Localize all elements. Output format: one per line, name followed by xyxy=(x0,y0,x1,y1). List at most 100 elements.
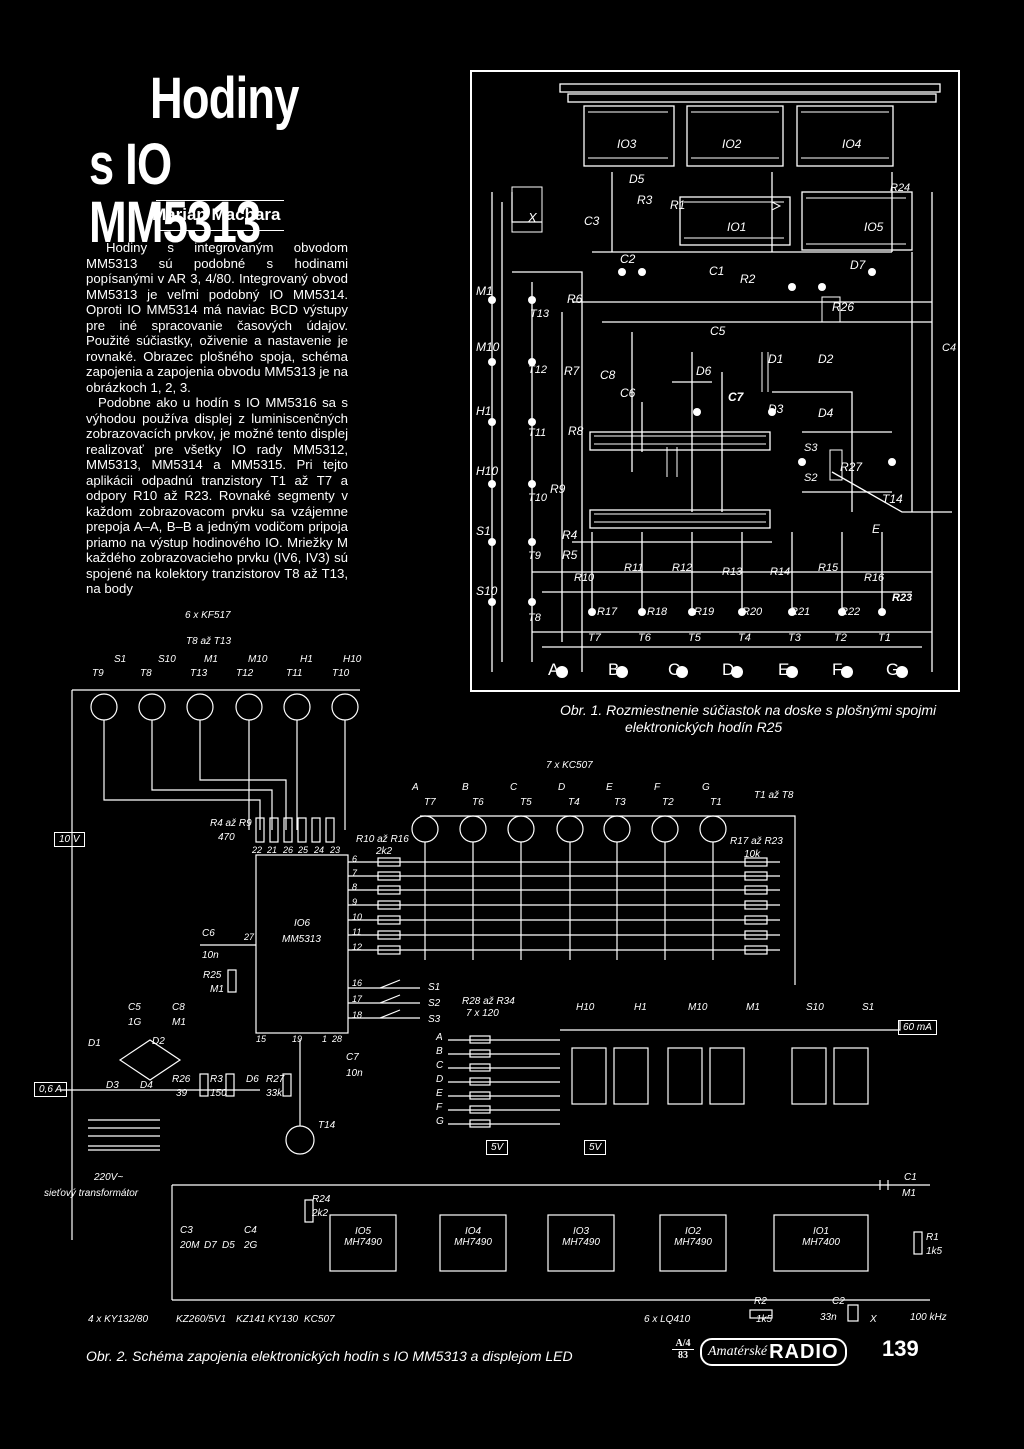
grid-label-m10: M10 xyxy=(248,654,268,665)
ic6-pin-18: 18 xyxy=(352,1010,363,1020)
pcb-label-t3: T3 xyxy=(788,632,801,644)
pcb-seg-b: B xyxy=(608,660,620,679)
grid-trans-t10: T10 xyxy=(332,668,350,679)
grid-label-h1: H1 xyxy=(300,654,313,665)
pcb-label-c4: C4 xyxy=(942,342,957,354)
display-s10: S10 xyxy=(806,1002,824,1013)
pcb-label-r18: R18 xyxy=(647,606,668,618)
pcb-label-s2: S2 xyxy=(804,472,818,484)
pcb-label-t10: T10 xyxy=(528,492,547,504)
seg-label-e: E xyxy=(606,782,613,793)
grid-trans-t8: T8 xyxy=(140,668,152,679)
ic6-name: IO6 xyxy=(294,918,311,929)
pcb-label-d6: D6 xyxy=(696,364,712,378)
ic6-pin-12: 12 xyxy=(352,942,363,952)
pcb-label-c3: C3 xyxy=(584,214,600,228)
part-r26-val: 39 xyxy=(176,1088,188,1099)
part-c6: C6 xyxy=(202,928,215,939)
part-r25: R25 xyxy=(203,970,222,981)
pcb-label-r20: R20 xyxy=(742,606,763,618)
grid-trans-t11: T11 xyxy=(286,668,303,679)
pcb-label-t5: T5 xyxy=(688,632,701,644)
pcb-label-r27: R27 xyxy=(840,460,863,474)
pcb-seg-f: F xyxy=(832,660,843,679)
pcb-label-t12: T12 xyxy=(528,364,547,376)
counter-io4: IO4 MH7490 xyxy=(440,1226,506,1248)
pcb-label-io2: IO2 xyxy=(722,137,742,151)
pcb-label-t8: T8 xyxy=(528,612,541,624)
part-r24-val: 2k2 xyxy=(312,1208,329,1219)
seg-label-a: A xyxy=(412,782,419,793)
article-title-line2: s IO MM5313 xyxy=(89,132,261,255)
pcb-label-t7: T7 xyxy=(588,632,601,644)
pcb-traces xyxy=(488,83,952,678)
switch-s2: S2 xyxy=(428,998,441,1009)
counter-io3: IO3 MH7490 xyxy=(548,1226,614,1248)
pcb-label-e: E xyxy=(872,522,881,536)
seg-input-d: D xyxy=(436,1074,444,1085)
part-d7: D7 xyxy=(204,1240,217,1251)
ic6-pin-17: 17 xyxy=(352,994,363,1004)
part-c1-val: M1 xyxy=(902,1188,916,1199)
part-r27-val: 33k xyxy=(266,1088,283,1099)
bom-kz260: KZ260/5V1 xyxy=(176,1314,227,1325)
ic6-pin-10: 10 xyxy=(352,912,363,922)
bom-lq410: 6 x LQ410 xyxy=(644,1314,691,1325)
part-c7-val: 10n xyxy=(346,1068,363,1079)
pcb-label-d2: D2 xyxy=(818,352,834,366)
pcb-label-m1: M1 xyxy=(476,284,493,298)
bom-ky132: 4 x KY132/80 xyxy=(88,1314,149,1325)
seg-trans-t2: T2 xyxy=(662,797,674,808)
r10r16-value: 2k2 xyxy=(376,846,393,857)
title-rule xyxy=(156,200,284,201)
part-r24: R24 xyxy=(312,1194,331,1205)
pcb-label-t11: T11 xyxy=(528,427,547,439)
seg-trans-t4: T4 xyxy=(568,797,580,808)
fuse-box: 0,6 A xyxy=(34,1082,67,1097)
display-s1: S1 xyxy=(862,1002,875,1013)
pcb-label-r15: R15 xyxy=(818,562,839,574)
pcb-label-r9: R9 xyxy=(550,482,566,496)
r28r34-value: 7 x 120 xyxy=(466,1008,499,1019)
seg-input-a: A xyxy=(436,1032,443,1043)
part-c1: C1 xyxy=(904,1172,917,1183)
article-paragraph-2: Podobne ako u hodín s IO MM5316 sa s výh… xyxy=(86,395,348,596)
part-c4: C4 xyxy=(244,1225,257,1236)
display-h1: H1 xyxy=(634,1002,647,1013)
pcb-label-r23: R23 xyxy=(892,592,913,604)
counter-io5: IO5 MH7490 xyxy=(330,1226,396,1248)
pcb-seg-e: E xyxy=(778,660,790,679)
seg-label-g: G xyxy=(702,782,710,793)
pcb-label-r12: R12 xyxy=(672,562,693,574)
r28r34-label: R28 až R34 xyxy=(462,996,515,1007)
pcb-label-s1: S1 xyxy=(476,524,491,538)
r10r16-label: R10 až R16 xyxy=(356,834,409,845)
ic6-pin-15: 15 xyxy=(256,1034,267,1044)
display-m1: M1 xyxy=(746,1002,760,1013)
magazine-logo: Amatérské RADIO xyxy=(700,1338,847,1366)
pcb-label-t4: T4 xyxy=(738,632,751,644)
seg-label-c: C xyxy=(510,782,518,793)
seg-trans-t3: T3 xyxy=(614,797,626,808)
pcb-label-io3: IO3 xyxy=(617,137,637,151)
part-c7: C7 xyxy=(346,1052,359,1063)
r17r23-label: R17 až R23 xyxy=(730,836,783,847)
seg-input-g: G xyxy=(436,1116,444,1127)
seg-input-b: B xyxy=(436,1046,443,1057)
pcb-label-t2: T2 xyxy=(834,632,847,644)
pcb-label-c7: C7 xyxy=(728,390,744,404)
pcb-seg-d: D xyxy=(722,660,735,679)
part-r25-val: M1 xyxy=(210,984,224,995)
pcb-seg-c: C xyxy=(668,660,681,679)
part-c3-val: 20M xyxy=(180,1240,200,1251)
pcb-label-r3: R3 xyxy=(637,193,653,207)
pcb-label-r22: R22 xyxy=(840,606,861,618)
pcb-label-r24: R24 xyxy=(890,182,911,194)
bom-ky130: KY130 xyxy=(268,1314,299,1325)
counter-io5-name: IO5 xyxy=(354,1226,372,1237)
supply-5v-b: 5V xyxy=(584,1140,607,1155)
ic6-pin-6: 6 xyxy=(352,854,358,864)
counter-io1: IO1 MH7400 xyxy=(774,1226,868,1248)
bom-kc507: KC507 xyxy=(304,1314,335,1325)
part-r1-val: 1k5 xyxy=(926,1246,943,1257)
